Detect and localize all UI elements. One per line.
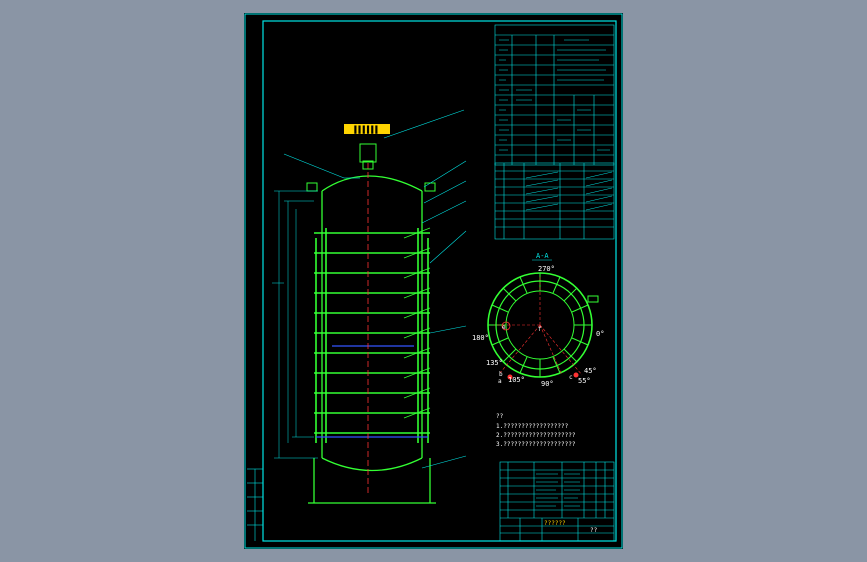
leader-lines	[383, 109, 467, 469]
title-block	[500, 518, 614, 541]
nozzle-letter-b: b	[499, 371, 503, 378]
notes-heading: ??	[496, 413, 504, 420]
agitator-motor	[359, 143, 377, 163]
agitator-gearbox	[362, 160, 374, 170]
drawing-canvas: ▌▌▌▌▌▌ A-A	[244, 13, 623, 549]
side-nozzle	[587, 295, 599, 303]
technical-notes: ?? 1.?????????????????? 2.??????????????…	[496, 413, 576, 448]
nozzle-table-diagonals	[525, 171, 613, 211]
angle-lower-right: 45°	[584, 367, 597, 375]
nozzle-b-marker	[507, 374, 513, 380]
angle-lower-right-2: 55°	[578, 377, 591, 385]
outer-border	[244, 13, 623, 549]
drawing-code: ??	[590, 527, 598, 534]
heating-coils	[314, 228, 430, 443]
inner-border	[262, 20, 617, 542]
angle-lower-left: 135°	[486, 359, 503, 367]
angle-bottom: 90°	[541, 380, 554, 388]
section-center-rays	[494, 275, 583, 376]
drawing-name: ??????	[544, 520, 566, 527]
nameplate	[344, 124, 390, 134]
nozzle-letters: b a c f e	[498, 324, 573, 385]
note-2: 2.????????????????????	[496, 432, 576, 439]
angle-top: 270°	[538, 265, 555, 273]
parts-list	[499, 461, 615, 542]
note-1: 1.??????????????????	[496, 423, 569, 430]
note-3: 3.????????????????????	[496, 441, 576, 448]
nozzle-letter-e: e	[502, 324, 506, 331]
left-revision-strip	[247, 468, 263, 541]
nozzle-letter-a: a	[498, 378, 502, 385]
nozzle-e-marker	[501, 321, 511, 331]
nozzle-letter-c: c	[569, 374, 573, 381]
technical-table-text	[499, 39, 610, 151]
vessel-blue-lines	[316, 345, 428, 438]
angle-labels: 270° 0° 180° 90° 135° 105° 45° 55°	[472, 265, 604, 388]
section-label: A-A	[536, 252, 549, 260]
angle-left: 180°	[472, 334, 489, 342]
nameplate-text: ▌▌▌▌▌▌	[353, 125, 379, 134]
dimension-lines	[272, 190, 318, 459]
angle-lower-left-2: 105°	[508, 376, 525, 384]
nozzle-c-marker	[573, 372, 579, 378]
coil-diagonals	[403, 227, 431, 419]
nozzle-letter-f: f	[538, 326, 542, 333]
parts-list-text	[536, 473, 580, 507]
nozzle-table	[494, 162, 615, 240]
angle-right: 0°	[596, 330, 604, 338]
vessel-elevation	[308, 175, 436, 504]
drawing-sheet: ▌▌▌▌▌▌ A-A	[244, 13, 623, 549]
technical-data-table	[494, 24, 615, 166]
